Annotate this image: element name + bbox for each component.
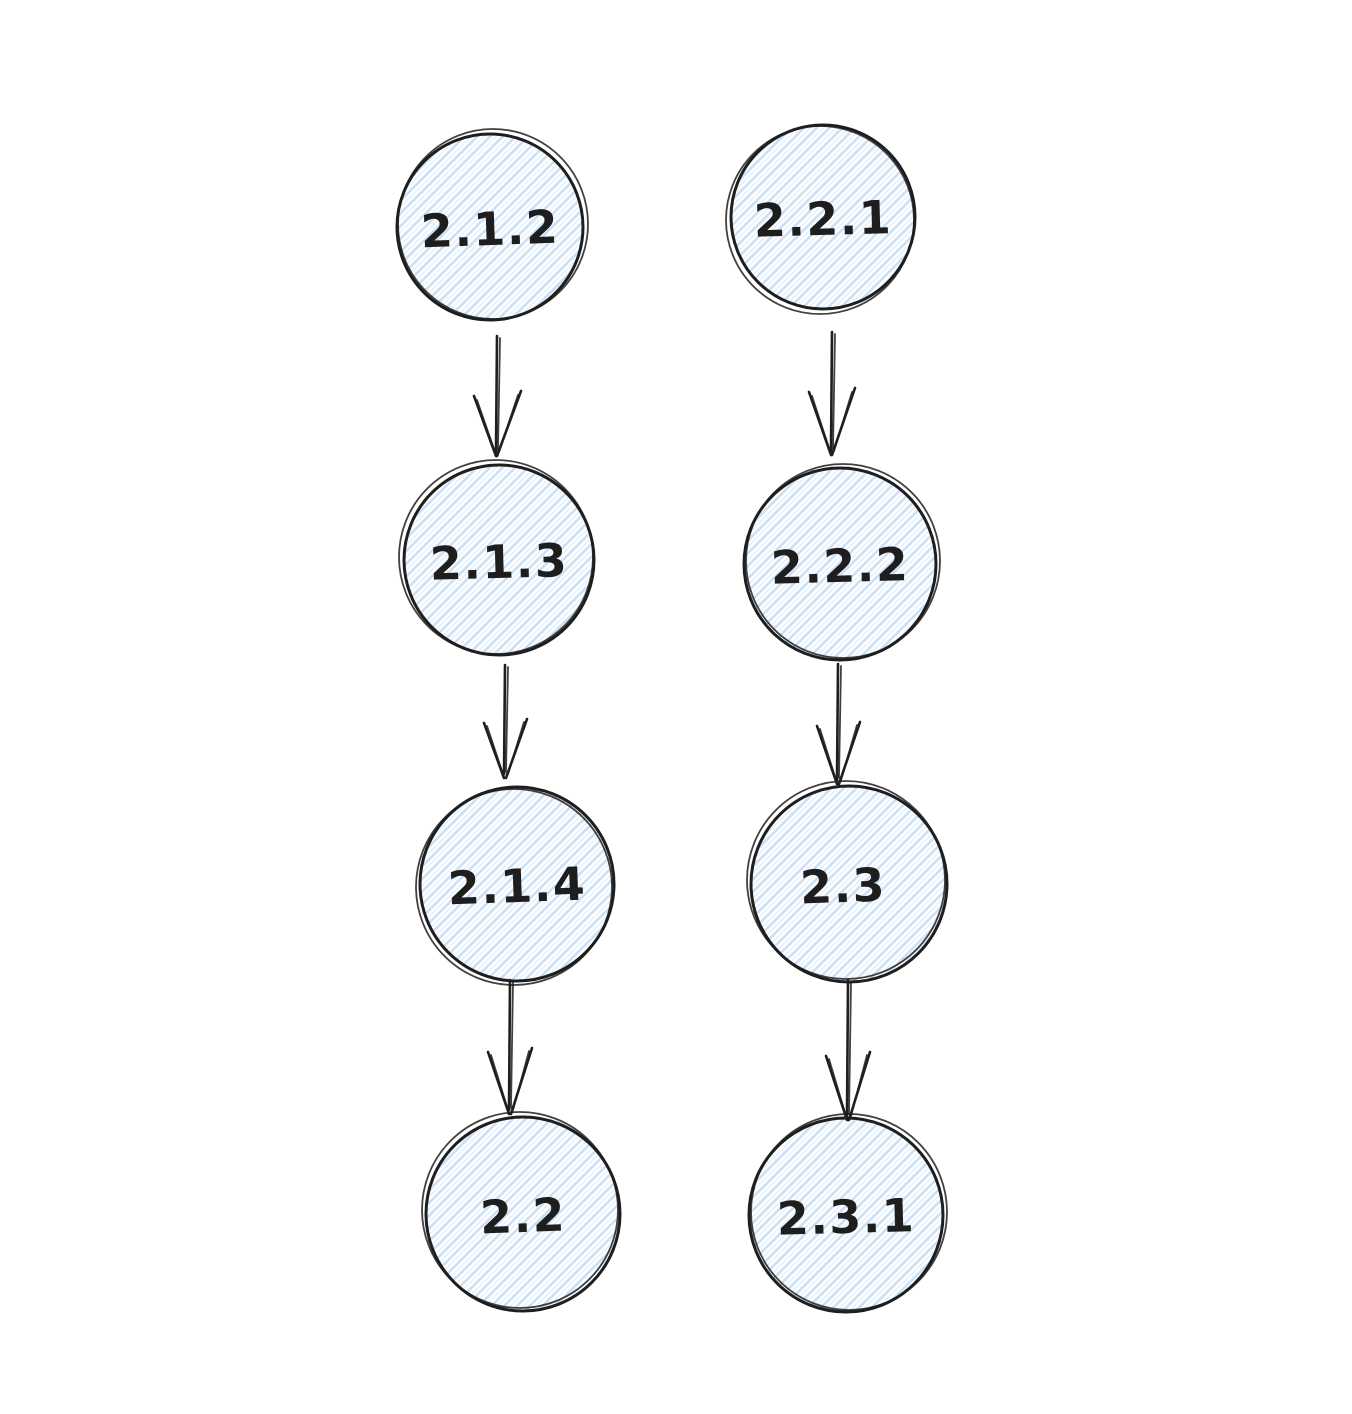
node-circle xyxy=(424,1115,622,1313)
arrow-head-sketch-pass xyxy=(476,394,519,453)
node-circle-sketch-pass xyxy=(398,459,594,655)
arrow-shaft xyxy=(502,663,507,776)
arrow-shaft xyxy=(845,978,850,1118)
node-circle-sketch-pass xyxy=(725,125,915,315)
node-circle xyxy=(742,466,938,662)
node-2-1-4[interactable]: 2.1.4 xyxy=(415,785,616,986)
edge-2-2-2-to-2-3[interactable] xyxy=(815,662,862,786)
node-label: 2.1.2 xyxy=(420,200,560,259)
node-2-2-1[interactable]: 2.2.1 xyxy=(725,123,917,315)
arrow-shaft-sketch-pass xyxy=(510,981,514,1109)
arrow-head-sketch-pass xyxy=(490,1050,530,1111)
node-circle xyxy=(418,785,616,983)
arrow-head-sketch-pass xyxy=(819,724,858,781)
arrow-shaft-sketch-pass xyxy=(832,333,836,450)
arrow-head-sketch-pass xyxy=(828,1054,868,1117)
arrow-shaft xyxy=(829,330,834,453)
arrow-shaft-sketch-pass xyxy=(838,665,842,779)
arrow-head-sketch-pass xyxy=(486,721,525,775)
node-2-2-2[interactable]: 2.2.2 xyxy=(742,463,941,662)
node-label: 2.1.4 xyxy=(447,857,587,916)
edge-2-2-1-to-2-2-2[interactable] xyxy=(807,330,857,457)
arrow-shaft-sketch-pass xyxy=(505,666,509,773)
node-circle xyxy=(729,123,917,311)
arrow-shaft xyxy=(835,662,840,782)
node-label: 2.2.1 xyxy=(753,190,893,248)
node-label: 2.2 xyxy=(479,1188,567,1245)
node-label: 2.2.2 xyxy=(770,537,910,595)
arrow-shaft-sketch-pass xyxy=(497,337,501,451)
node-2-2[interactable]: 2.2 xyxy=(421,1111,622,1313)
node-circle-sketch-pass xyxy=(746,780,946,980)
node-2-1-2[interactable]: 2.1.2 xyxy=(395,128,589,322)
node-circle-sketch-pass xyxy=(397,128,589,320)
node-label: 2.3.1 xyxy=(776,1188,916,1246)
arrow-shaft xyxy=(494,334,499,454)
edge-2-1-2-to-2-1-3[interactable] xyxy=(472,334,523,458)
arrow-shaft xyxy=(507,978,512,1112)
node-circle-sketch-pass xyxy=(415,788,613,986)
node-label: 2.1.3 xyxy=(429,533,569,591)
edge-2-3-to-2-3-1[interactable] xyxy=(824,978,872,1122)
node-circle-sketch-pass xyxy=(745,463,941,659)
edge-2-1-4-to-2-2[interactable] xyxy=(486,978,534,1116)
arrow-head-sketch-pass xyxy=(811,391,853,452)
node-2-3[interactable]: 2.3 xyxy=(746,780,949,984)
arrow-shaft-sketch-pass xyxy=(848,981,852,1115)
node-2-1-3[interactable]: 2.1.3 xyxy=(398,459,596,657)
node-label: 2.3 xyxy=(799,858,887,915)
edge-2-1-3-to-2-1-4[interactable] xyxy=(482,663,529,780)
node-2-3-1[interactable]: 2.3.1 xyxy=(747,1113,948,1314)
node-circle xyxy=(402,463,596,657)
node-circle-sketch-pass xyxy=(421,1111,619,1309)
node-circle xyxy=(395,132,585,322)
